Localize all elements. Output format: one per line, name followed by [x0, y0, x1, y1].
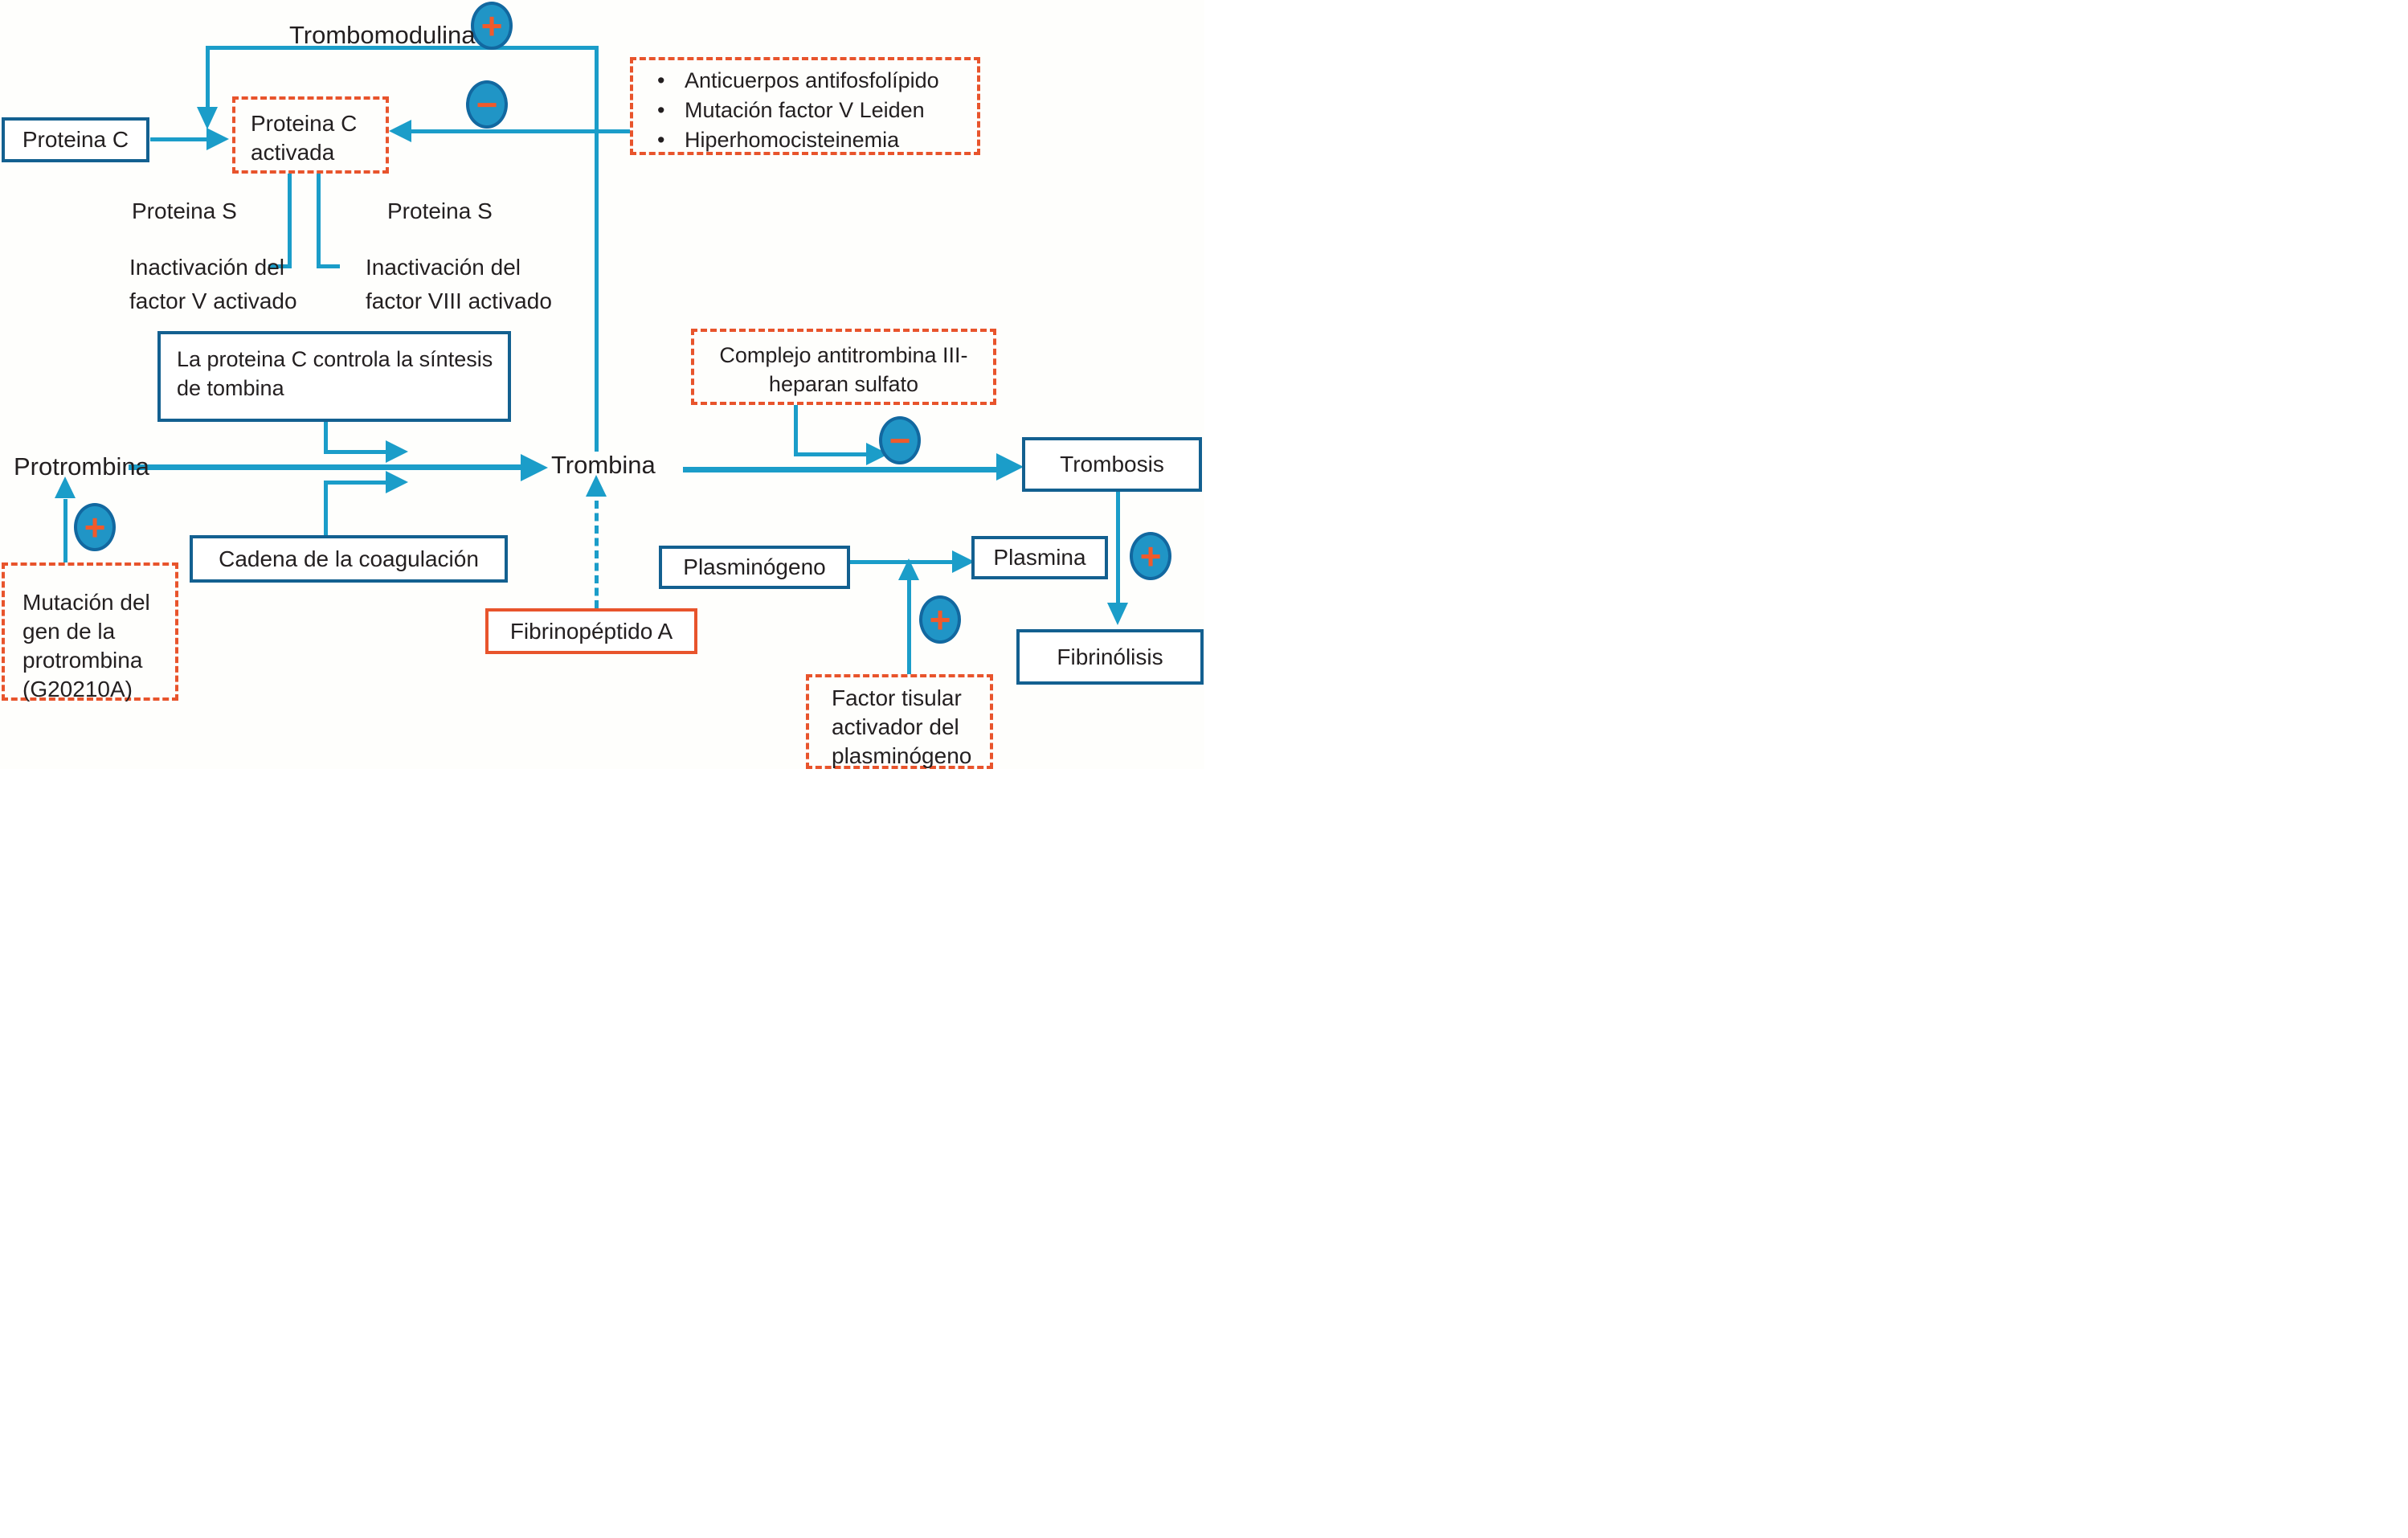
risk-factor-label: Anticuerpos antifosfolípido	[685, 68, 939, 92]
plus-sign: +	[84, 506, 106, 548]
risk-factor-label: Mutación factor V Leiden	[685, 98, 925, 122]
proteina-c-activada-line2: activada	[251, 140, 335, 165]
arrowhead-up-into-protrombina	[55, 477, 76, 498]
arrowhead-right-proteina-c	[206, 128, 229, 150]
arrowhead-down-into-fibrinolisis	[1107, 603, 1128, 625]
control-box-drop-line	[324, 422, 328, 452]
protrombina-label: Protrombina	[14, 452, 149, 481]
plasmina-box: Plasmina	[971, 536, 1108, 579]
mutacion-line2: gen de la	[22, 619, 116, 644]
complejo-line2: heparan sulfato	[768, 372, 919, 396]
mutacion-line3: protrombina	[22, 648, 143, 673]
cadena-branch-line	[324, 481, 386, 485]
control-sintesis-line2: de tombina	[177, 376, 284, 400]
arrowhead-up-factor-tisular	[898, 558, 919, 580]
plasminogeno-box: Plasminógeno	[659, 546, 850, 589]
control-box-branch-line	[324, 450, 386, 454]
inactivation-viii-tick	[321, 264, 340, 268]
bullet-icon: •	[657, 128, 665, 152]
plus-sign: +	[929, 599, 951, 640]
proteina-c-activada-line1: Proteina C	[251, 111, 358, 136]
mutacion-gen-box: Mutación del gen de la protrombina (G202…	[2, 562, 178, 702]
bullet-icon: •	[657, 68, 665, 92]
bullet-icon: •	[657, 98, 665, 122]
factor-tisular-line3: plasminógeno	[832, 743, 972, 768]
coagulation-pathway-diagram: + − + − + + Proteina C Proteina C activa…	[0, 0, 1204, 769]
plus-sign: +	[480, 5, 503, 47]
minus-icon: −	[879, 416, 921, 464]
fibrinopeptido-box: Fibrinopéptido A	[485, 608, 697, 654]
trombosis-down-line	[1116, 492, 1120, 603]
factor-tisular-line2: activador del	[832, 714, 959, 739]
arrowhead-right-into-plasmina	[952, 550, 975, 573]
trombomodulina-top-line	[206, 46, 598, 50]
plasmina-label: Plasmina	[993, 545, 1086, 570]
inactivacion-v-line2: factor V activado	[129, 288, 297, 313]
inactivacion-viii-line1: Inactivación del	[366, 255, 521, 280]
proteina-c-activada-box: Proteina C activada	[232, 96, 389, 174]
complejo-antitrombina-box: Complejo antitrombina III- heparan sulfa…	[691, 329, 996, 405]
trombosis-label: Trombosis	[1060, 452, 1164, 477]
inactivacion-v-line1: Inactivación del	[129, 255, 285, 280]
complejo-branch-line	[794, 452, 866, 456]
risk-factors-box: • Anticuerpos antifosfolípido • Mutación f…	[630, 57, 980, 155]
risk-factor-item: • Anticuerpos antifosfolípido	[657, 68, 939, 93]
proteina-c-box: Proteina C	[2, 117, 149, 162]
plasminogeno-label: Plasminógeno	[683, 554, 826, 579]
minus-icon: −	[466, 80, 508, 129]
trombina-trombosis-line	[683, 467, 996, 472]
arrowhead-right-into-trombosis	[996, 453, 1024, 481]
trombomodulina-label: Trombomodulina	[289, 21, 476, 49]
risk-factor-item: • Hiperhomocisteinemia	[657, 128, 899, 153]
inactivacion-factor-viii-label: Inactivación del factor VIII activado	[366, 255, 552, 314]
proteina-c-activation-line	[150, 137, 206, 141]
arrowhead-left-into-proteina-c-activada	[389, 120, 411, 142]
complejo-drop-line	[794, 405, 798, 456]
arrowhead-right-control-branch	[386, 440, 408, 463]
inactivacion-viii-line2: factor VIII activado	[366, 288, 552, 313]
arrowhead-up-into-trombina	[586, 475, 607, 497]
cadena-coagulacion-label: Cadena de la coagulación	[219, 546, 479, 571]
trombomodulina-to-trombina-line	[595, 46, 599, 452]
factor-tisular-line1: Factor tisular	[832, 685, 962, 710]
control-sintesis-box: La proteina C controla la síntesis de to…	[157, 331, 511, 422]
plus-icon: +	[471, 2, 513, 50]
control-sintesis-line1: La proteina C controla la síntesis	[177, 347, 493, 371]
mutacion-line4: (G20210A)	[22, 677, 133, 702]
trombina-label: Trombina	[551, 451, 656, 479]
factor-tisular-up-line	[907, 579, 911, 674]
risk-factors-inhibit-line	[411, 129, 630, 133]
plus-icon: +	[1130, 532, 1171, 580]
complejo-line1: Complejo antitrombina III-	[719, 343, 968, 367]
plus-sign: +	[1139, 535, 1162, 577]
factor-tisular-box: Factor tisular activador del plasminógen…	[806, 674, 993, 769]
arrowhead-right-cadena-branch	[386, 471, 408, 493]
trombomodulina-left-drop-line	[206, 46, 210, 107]
minus-sign: −	[889, 419, 911, 461]
fibrinolisis-label: Fibrinólisis	[1057, 644, 1163, 669]
proteina-s-left-label: Proteina S	[132, 198, 237, 223]
risk-factor-item: • Mutación factor V Leiden	[657, 98, 925, 123]
mutacion-line1: Mutación del	[22, 590, 150, 615]
fibrinolisis-box: Fibrinólisis	[1016, 629, 1204, 685]
inactivation-v-tick	[268, 264, 288, 268]
fibrinopeptido-label: Fibrinopéptido A	[509, 618, 673, 644]
arrowhead-down-to-proteina-c-activada	[197, 107, 218, 129]
risk-factor-label: Hiperhomocisteinemia	[685, 128, 900, 152]
plus-icon: +	[74, 503, 116, 551]
fibrinopeptido-dashed-line	[595, 501, 599, 608]
proteina-c-label: Proteina C	[22, 127, 129, 152]
protrombina-trombina-line	[129, 464, 521, 470]
arrowhead-right-into-trombina	[521, 454, 548, 481]
cadena-riser-line	[324, 484, 328, 535]
plus-icon: +	[919, 595, 961, 644]
inactivation-v-line	[288, 174, 292, 268]
trombosis-box: Trombosis	[1022, 437, 1202, 492]
cadena-coagulacion-box: Cadena de la coagulación	[190, 535, 508, 583]
proteina-s-right-label: Proteina S	[387, 198, 493, 223]
inactivation-viii-line	[317, 174, 321, 268]
mutacion-up-line	[63, 499, 67, 562]
inactivacion-factor-v-label: Inactivación del factor V activado	[129, 255, 297, 314]
minus-sign: −	[476, 84, 498, 125]
